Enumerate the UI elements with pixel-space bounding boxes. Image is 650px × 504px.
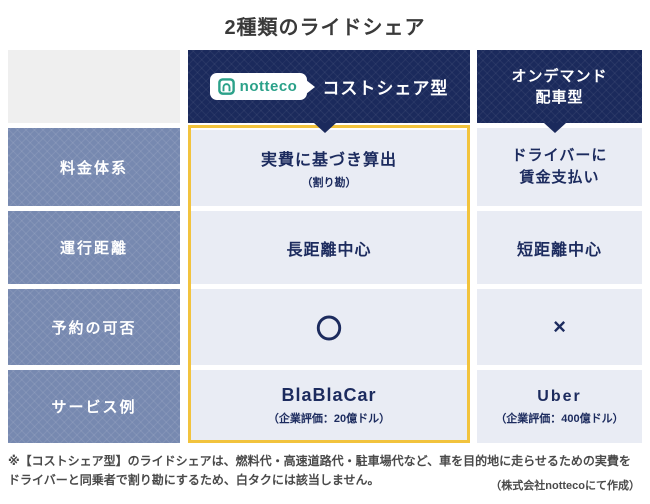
costshare-service-name: BlaBlaCar (281, 384, 377, 405)
ondemand-bubble-tail (544, 123, 566, 133)
header-costshare: notteco コストシェア型 (188, 50, 470, 123)
ondemand-fare-line2: 賃金支払い (519, 169, 600, 186)
cell-costshare-fare: 実費に基づき算出 （割り勘） (191, 130, 467, 206)
header-costshare-label: コストシェア型 (322, 79, 449, 98)
ondemand-service-name: Uber (537, 387, 582, 405)
costshare-service-sub: （企業評価：20億ドル） (267, 412, 391, 425)
costshare-fare-sub: （割り勘） (301, 177, 357, 189)
ondemand-fare-line1: ドライバーに (511, 146, 608, 164)
notteco-logo-text: notteco (239, 78, 298, 95)
cell-costshare-service: BlaBlaCar （企業評価：20億ドル） (191, 370, 467, 440)
cell-ondemand-service: Uber （企業評価：400億ドル） (477, 370, 642, 443)
cell-ondemand-distance: 短距離中心 (477, 211, 642, 284)
row-label-service: サービス例 (8, 370, 180, 443)
circle-mark: 〇 (315, 313, 342, 344)
costshare-bubble-tail (314, 123, 336, 133)
costshare-distance-text: 長距離中心 (286, 241, 372, 259)
cell-ondemand-reservation: × (477, 289, 642, 365)
row-label-fare: 料金体系 (8, 128, 180, 206)
costshare-fare-main: 実費に基づき算出 (260, 152, 397, 169)
row-label-reservation: 予約の可否 (8, 289, 180, 365)
corner-cell (8, 50, 180, 123)
ondemand-service-sub: （企業評価：400億ドル） (495, 412, 624, 425)
header-ondemand-line2: 配車型 (535, 88, 584, 106)
cell-ondemand-fare: ドライバーに 賃金支払い (477, 128, 642, 206)
header-ondemand-line1: オンデマンド (511, 67, 608, 85)
header-ondemand: オンデマンド 配車型 (477, 50, 642, 123)
footnote-line1: ※【コストシェア型】のライドシェアは、燃料代・高速道路代・駐車場代など、車を目的… (8, 454, 631, 468)
page-title: 2種類のライドシェア (224, 17, 426, 39)
cell-costshare-distance: 長距離中心 (191, 211, 467, 284)
ondemand-distance-text: 短距離中心 (516, 241, 602, 259)
notteco-logo-badge: notteco (209, 73, 308, 100)
cell-costshare-reservation: 〇 (191, 289, 467, 365)
cross-mark: × (553, 314, 566, 339)
row-label-distance: 運行距離 (8, 211, 180, 284)
credit-text: （株式会社nottecoにて作成） (490, 480, 640, 492)
notteco-house-icon (217, 77, 236, 96)
footnote-line2: ドライバーと同乗者で割り勘にするため、白タクには該当しません。 (8, 473, 380, 488)
footnote: ※【コストシェア型】のライドシェアは、燃料代・高速道路代・駐車場代など、車を目的… (8, 452, 642, 490)
